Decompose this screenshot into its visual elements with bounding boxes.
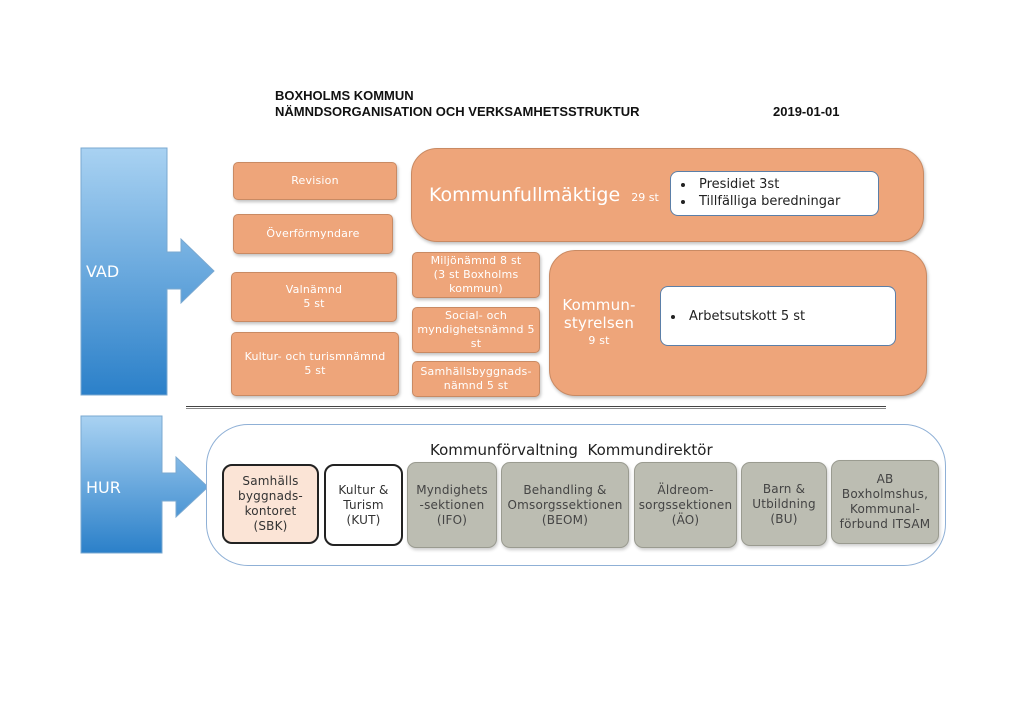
- header-title: BOXHOLMS KOMMUN NÄMNDSORGANISATION OCH V…: [275, 88, 639, 120]
- sbn-line2: nämnd 5 st: [443, 379, 509, 392]
- ao-line1: Äldreom-: [657, 482, 714, 497]
- header-line2: NÄMNDSORGANISATION OCH VERKSAMHETSSTRUKT…: [275, 104, 640, 119]
- unit-ab-boxholmshus: AB Boxholmshus, Kommunal- förbund ITSAM: [831, 460, 939, 544]
- ab-line2: Boxholmshus,: [841, 487, 929, 501]
- valnamnd-line2: 5 st: [303, 297, 325, 310]
- kommunstyrelsen-title: Kommun- styrelsen 9 st: [555, 292, 643, 354]
- social-line2: myndighetsnämnd 5: [417, 323, 535, 336]
- ao-line3: (ÄO): [671, 512, 700, 527]
- overformyndare-box: Överförmyndare: [233, 214, 393, 254]
- unit-beom: Behandling & Omsorgssektionen (BEOM): [501, 462, 629, 548]
- ifo-line2: -sektionen: [419, 497, 485, 512]
- ks-line2: styrelsen: [563, 314, 635, 332]
- social-line3: st: [470, 337, 482, 350]
- beom-line1: Behandling &: [523, 482, 607, 497]
- valnamnd-box: Valnämnd 5 st: [231, 272, 397, 322]
- header-date: 2019-01-01: [773, 104, 840, 119]
- ks-item-arbetsutskott: Arbetsutskott 5 st: [685, 308, 805, 325]
- valnamnd-line1: Valnämnd: [285, 283, 343, 296]
- section-divider: [186, 406, 886, 409]
- kultur-line2: 5 st: [304, 364, 326, 377]
- kultur-turismnamnd-box: Kultur- och turismnämnd 5 st: [231, 332, 399, 396]
- ks-subpanel: Arbetsutskott 5 st: [660, 286, 896, 346]
- kf-count: 29 st: [631, 191, 659, 204]
- miljo-line2: (3 st Boxholms: [433, 268, 519, 281]
- unit-ao: Äldreom- sorgssektionen (ÄO): [634, 462, 737, 548]
- bu-line3: (BU): [770, 511, 798, 526]
- kf-subpanel: Presidiet 3st Tillfälliga beredningar: [670, 171, 879, 216]
- sbn-line1: Samhällsbyggnads-: [420, 365, 532, 378]
- kut-line2: Turism: [343, 497, 384, 512]
- unit-bu: Barn & Utbildning (BU): [741, 462, 827, 546]
- ab-line1: AB: [876, 472, 894, 486]
- kommunfullmaktige-title: Kommunfullmäktige 29 st: [429, 184, 659, 206]
- sbk-line3: kontoret: [244, 504, 297, 518]
- revision-box: Revision: [233, 162, 397, 200]
- vad-label: VAD: [86, 262, 120, 281]
- kut-line1: Kultur &: [338, 482, 389, 497]
- samhallsbyggnadsnamnd-box: Samhällsbyggnads- nämnd 5 st: [412, 361, 540, 397]
- bu-line1: Barn &: [762, 481, 806, 496]
- sbk-line4: (SBK): [253, 519, 288, 533]
- kultur-line1: Kultur- och turismnämnd: [244, 350, 386, 363]
- kf-title: Kommunfullmäktige: [429, 184, 621, 206]
- ifo-line1: Myndighets: [416, 482, 488, 497]
- kf-item-beredningar: Tillfälliga beredningar: [695, 193, 868, 210]
- kommunforvaltning-title: Kommunförvaltning Kommundirektör: [430, 441, 713, 459]
- unit-sbk: Samhälls byggnads- kontoret (SBK): [222, 464, 319, 544]
- ab-line4: förbund ITSAM: [839, 517, 931, 531]
- beom-line2: Omsorgssektionen: [507, 497, 623, 512]
- ks-line3: 9 st: [588, 334, 610, 347]
- kf-item-presidiet: Presidiet 3st: [695, 176, 868, 193]
- sbk-line1: Samhälls: [242, 474, 299, 488]
- miljo-line3: kommun): [449, 282, 503, 295]
- overformyndare-label: Överförmyndare: [266, 227, 360, 240]
- ks-line1: Kommun-: [562, 296, 636, 314]
- miljonamnd-box: Miljönämnd 8 st (3 st Boxholms kommun): [412, 252, 540, 298]
- sbk-line2: byggnads-: [238, 489, 303, 503]
- unit-kut: Kultur & Turism (KUT): [324, 464, 403, 546]
- unit-ifo: Myndighets -sektionen (IFO): [407, 462, 497, 548]
- miljo-line1: Miljönämnd 8 st: [430, 254, 522, 267]
- header-line1: BOXHOLMS KOMMUN: [275, 88, 414, 103]
- social-myndighetsnamnd-box: Social- och myndighetsnämnd 5 st: [412, 307, 540, 353]
- social-line1: Social- och: [444, 309, 508, 322]
- bu-line2: Utbildning: [752, 496, 816, 511]
- vad-arrow: [80, 147, 215, 396]
- ao-line2: sorgssektionen: [638, 497, 733, 512]
- kut-line3: (KUT): [346, 512, 381, 527]
- ifo-line3: (IFO): [436, 512, 468, 527]
- ab-line3: Kommunal-: [849, 502, 921, 516]
- hur-label: HUR: [86, 478, 121, 497]
- hur-arrow: [80, 415, 209, 554]
- revision-label: Revision: [291, 174, 339, 187]
- beom-line3: (BEOM): [541, 512, 589, 527]
